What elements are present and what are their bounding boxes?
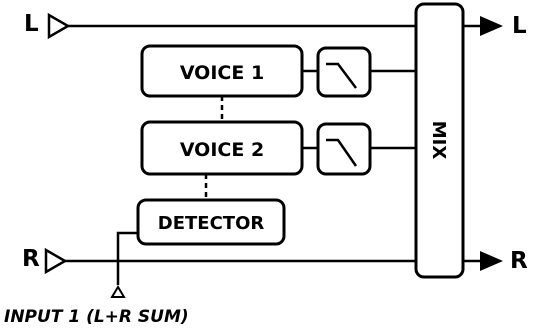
low-pass-filter-icon bbox=[326, 62, 357, 89]
input-right-label: R bbox=[22, 246, 40, 272]
input-right-triangle-icon bbox=[44, 247, 68, 275]
output-right-arrow-icon bbox=[480, 251, 503, 271]
voice1-block: VOICE 1 bbox=[140, 44, 416, 98]
voice2-label: VOICE 2 bbox=[180, 139, 264, 161]
low-pass-filter-icon bbox=[326, 138, 358, 167]
right-channel: R R bbox=[22, 246, 528, 275]
input-left-triangle-icon bbox=[47, 12, 71, 40]
output-left-label: L bbox=[512, 13, 527, 39]
left-channel: L L bbox=[24, 11, 527, 40]
mix-label: MIX bbox=[428, 121, 449, 160]
mix-block: MIX bbox=[414, 2, 465, 279]
detector-box bbox=[136, 198, 286, 246]
input-note: INPUT 1 (L+R SUM) bbox=[4, 307, 189, 327]
detector-input-wire bbox=[116, 231, 138, 285]
voice1-label: VOICE 1 bbox=[180, 62, 264, 84]
detector-block: DETECTOR bbox=[110, 198, 286, 298]
output-left-arrow-icon bbox=[480, 16, 503, 36]
voice2-block: VOICE 2 bbox=[140, 120, 416, 176]
output-right-label: R bbox=[510, 248, 528, 274]
detector-label: DETECTOR bbox=[158, 213, 265, 234]
mix-box bbox=[414, 2, 465, 279]
input-left-label: L bbox=[24, 11, 39, 37]
input-sum-triangle-icon bbox=[110, 285, 126, 298]
